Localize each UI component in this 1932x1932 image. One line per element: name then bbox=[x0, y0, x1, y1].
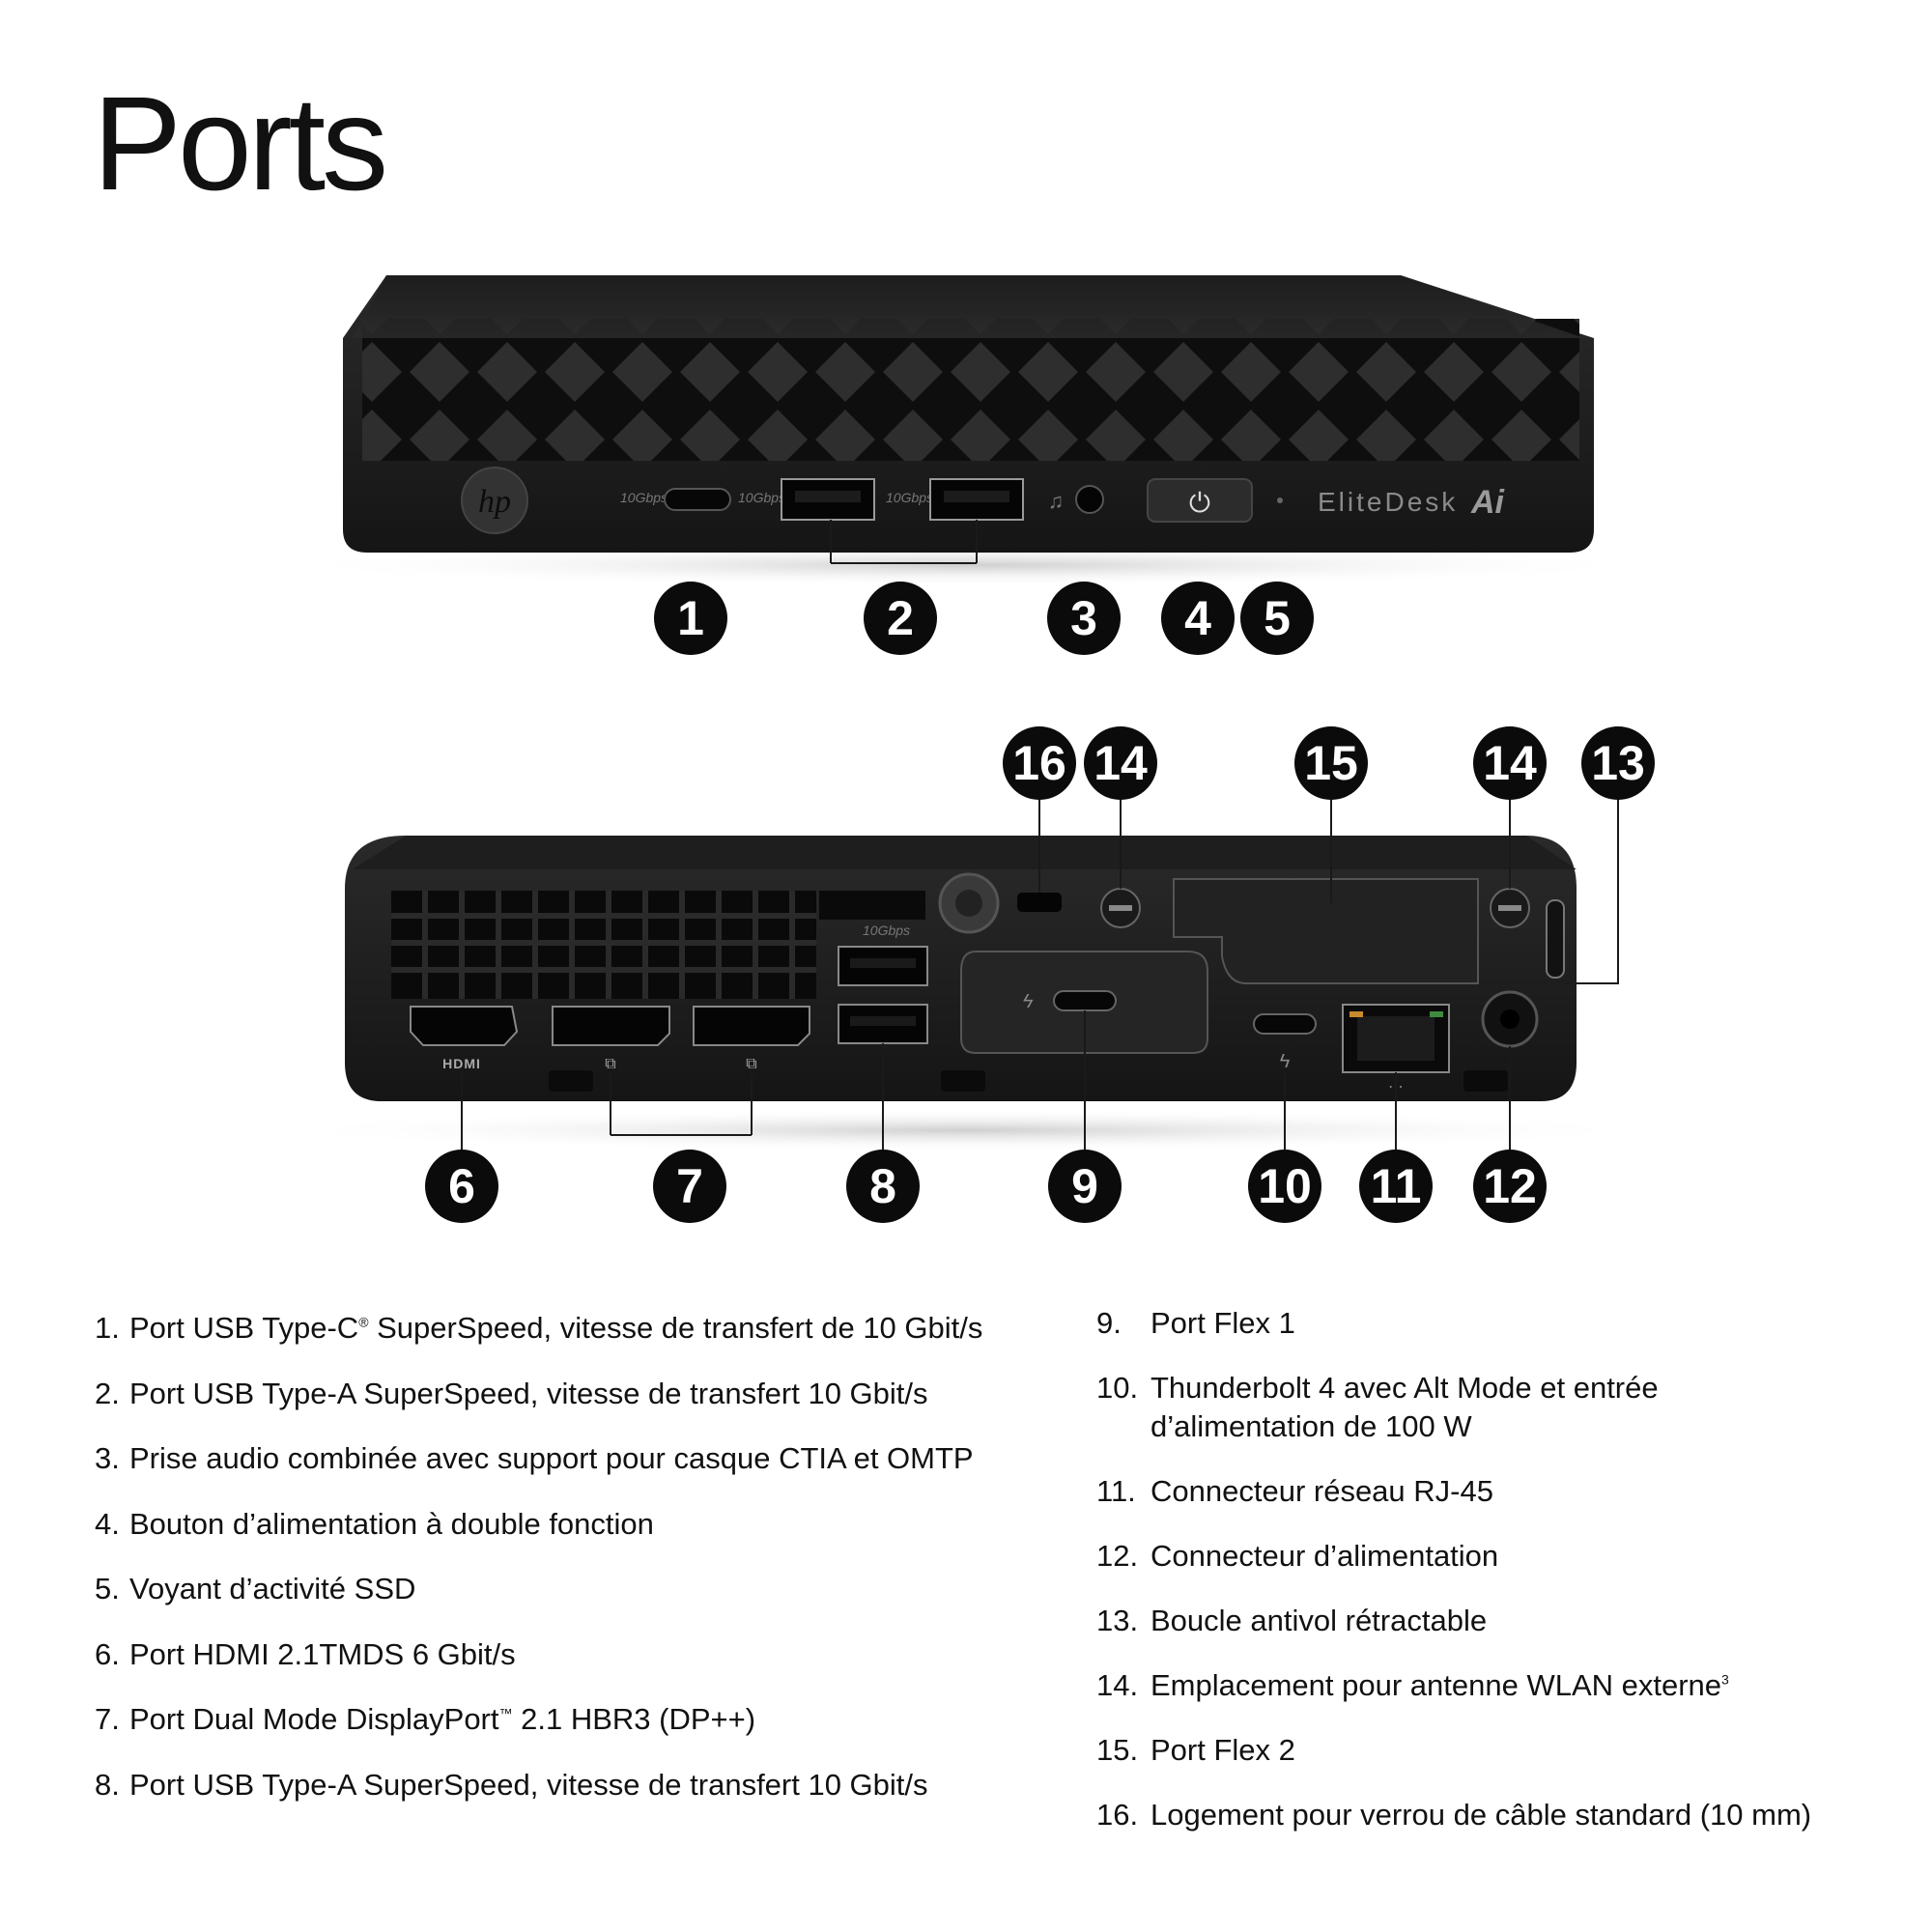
legend-item-12: 12.Connecteur d’alimentation bbox=[1096, 1539, 1499, 1573]
front-leaders bbox=[830, 520, 978, 564]
callout-15: 15 bbox=[1294, 726, 1368, 800]
callout-16: 16 bbox=[1003, 726, 1076, 800]
callout-12: 12 bbox=[1473, 1150, 1547, 1223]
ai-badge: Ai bbox=[1470, 484, 1506, 521]
thunderbolt-power-icon: ϟ bbox=[1280, 1051, 1291, 1072]
svg-text:3: 3 bbox=[1070, 591, 1097, 645]
displayport-left[interactable] bbox=[552, 1006, 670, 1046]
svg-text:7: 7 bbox=[676, 1159, 703, 1213]
legend-item-4: 4.Bouton d’alimentation à double fonctio… bbox=[95, 1506, 654, 1541]
usba-speed-label-2: 10Gbps bbox=[886, 490, 933, 505]
svg-text:13: 13 bbox=[1591, 736, 1645, 790]
callout-4: 4 bbox=[1161, 582, 1235, 655]
svg-text:10: 10 bbox=[1258, 1159, 1312, 1213]
svg-text:11: 11 bbox=[1371, 1159, 1422, 1213]
svg-text:6: 6 bbox=[448, 1159, 475, 1213]
legend-item-13: 13.Boucle antivol rétractable bbox=[1096, 1604, 1488, 1637]
ssd-activity-led bbox=[1277, 497, 1283, 503]
hp-logo: hp bbox=[461, 467, 528, 534]
flex-usb-c-port[interactable] bbox=[1053, 990, 1117, 1011]
callout-3: 3 bbox=[1047, 582, 1121, 655]
svg-text:9: 9 bbox=[1071, 1159, 1098, 1213]
page-title: Ports bbox=[93, 70, 388, 218]
callout-7: 7 bbox=[653, 1150, 726, 1223]
rear-usb-speed-label: 10Gbps bbox=[863, 923, 910, 938]
legend-item-14: 14.Emplacement pour antenne WLAN externe… bbox=[1096, 1668, 1729, 1702]
displayport-right[interactable] bbox=[693, 1006, 810, 1046]
displayport-icon-2: ⧉ bbox=[746, 1056, 756, 1072]
svg-text:4: 4 bbox=[1184, 591, 1211, 645]
svg-text:14: 14 bbox=[1094, 736, 1148, 790]
svg-text:12: 12 bbox=[1483, 1159, 1537, 1213]
svg-text:16: 16 bbox=[1012, 736, 1066, 790]
callout-14-left: 14 bbox=[1084, 726, 1157, 800]
svg-text:5: 5 bbox=[1264, 591, 1291, 645]
callout-2: 2 bbox=[864, 582, 937, 655]
legend-item-2: 2.Port USB Type-A SuperSpeed, vitesse de… bbox=[95, 1376, 928, 1410]
usb-c-port[interactable] bbox=[664, 488, 731, 511]
legend-item-3: 3.Prise audio combinée avec support pour… bbox=[95, 1441, 974, 1475]
displayport-icon: ⧉ bbox=[605, 1056, 615, 1072]
callouts: 1 2 3 4 5 6 7 8 9 10 11 12 13 14 15 16 1… bbox=[425, 582, 1655, 1223]
callout-8: 8 bbox=[846, 1150, 920, 1223]
retractable-lock-loop[interactable] bbox=[1546, 899, 1565, 979]
legend-item-1: 1.Port USB Type-C® SuperSpeed, vitesse d… bbox=[95, 1311, 983, 1345]
svg-text:hp: hp bbox=[478, 484, 511, 520]
elitedesk-label: EliteDesk bbox=[1318, 487, 1458, 517]
audio-jack[interactable] bbox=[1075, 485, 1104, 514]
svg-text:15: 15 bbox=[1304, 736, 1358, 790]
front-panel: hp 10Gbps 10Gbps 10Gbps ♫ ⏻ EliteDesk Ai bbox=[270, 275, 1662, 586]
svg-text:14: 14 bbox=[1483, 736, 1537, 790]
hdmi-label: HDMI bbox=[442, 1056, 481, 1071]
callout-5: 5 bbox=[1240, 582, 1314, 655]
legend-column-right: 9.Port Flex 1 10.Thunderbolt 4 avec Alt … bbox=[1096, 1304, 1927, 1861]
callout-1: 1 bbox=[654, 582, 727, 655]
rear-vents bbox=[391, 891, 925, 999]
legend-item-5: 5.Voyant d’activité SSD bbox=[95, 1572, 416, 1605]
legend-column-left: 1.Port USB Type-C® SuperSpeed, vitesse d… bbox=[95, 1309, 1061, 1831]
legend-item-11: 11.Connecteur réseau RJ-45 bbox=[1096, 1474, 1493, 1508]
usba-speed-label: 10Gbps bbox=[738, 490, 785, 505]
legend-item-16: 16.Logement pour verrou de câble standar… bbox=[1096, 1798, 1812, 1832]
hdmi-port[interactable] bbox=[410, 1006, 519, 1046]
callout-6: 6 bbox=[425, 1150, 498, 1223]
power-icon: ⏻ bbox=[1189, 488, 1210, 518]
legend-item-15: 15.Port Flex 2 bbox=[1096, 1733, 1295, 1767]
thunderbolt-port[interactable] bbox=[1253, 1013, 1317, 1035]
legend-item-6: 6.Port HDMI 2.1TMDS 6 Gbit/s bbox=[95, 1636, 516, 1671]
cable-lock-slot[interactable] bbox=[1017, 893, 1062, 912]
callout-14-right: 14 bbox=[1473, 726, 1547, 800]
svg-text:1: 1 bbox=[677, 591, 704, 645]
callout-11: 11 bbox=[1359, 1150, 1433, 1223]
legend-item-8: 8.Port USB Type-A SuperSpeed, vitesse de… bbox=[95, 1767, 928, 1802]
rear-panel: 10Gbps ϟ HDMI ⧉ ⧉ ϟ ⋯ bbox=[270, 836, 1662, 1151]
headset-icon: ♫ bbox=[1048, 489, 1065, 513]
svg-text:8: 8 bbox=[869, 1159, 896, 1213]
legend-item-7: 7.Port Dual Mode DisplayPort™ 2.1 HBR3 (… bbox=[95, 1702, 756, 1736]
usbc-speed-label: 10Gbps bbox=[620, 490, 668, 505]
legend-item-9: 9.Port Flex 1 bbox=[1096, 1306, 1295, 1340]
front-vent-grill bbox=[362, 319, 1579, 461]
thunderbolt-icon: ϟ bbox=[1023, 991, 1034, 1012]
callout-10: 10 bbox=[1248, 1150, 1321, 1223]
svg-text:2: 2 bbox=[887, 591, 914, 645]
power-button[interactable] bbox=[1147, 478, 1253, 523]
callout-9: 9 bbox=[1048, 1150, 1122, 1223]
flex-port-2[interactable] bbox=[1173, 878, 1479, 984]
callout-13: 13 bbox=[1581, 726, 1655, 800]
legend-item-10: 10.Thunderbolt 4 avec Alt Mode et entrée… bbox=[1096, 1371, 1659, 1443]
